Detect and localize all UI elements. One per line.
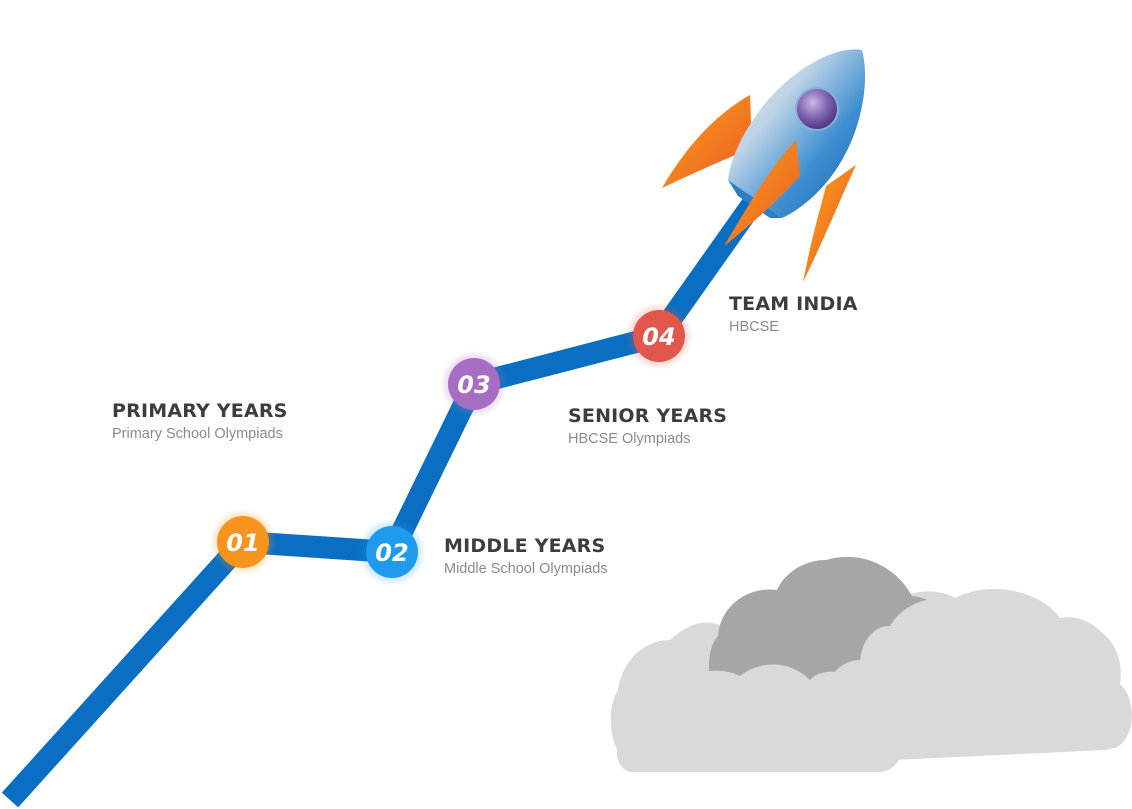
node-circle — [366, 526, 418, 578]
milestone-node-04: 04 — [625, 302, 693, 370]
milestone-subtitle: Middle School Olympiads — [444, 561, 608, 577]
milestone-label-middle: MIDDLE YEARS Middle School Olympiads — [444, 535, 608, 577]
milestone-title: MIDDLE YEARS — [444, 535, 606, 557]
milestone-title: TEAM INDIA — [729, 293, 858, 315]
rocket-icon — [662, 49, 866, 282]
rocket-window — [795, 87, 839, 131]
milestone-label-primary: PRIMARY YEARS Primary School Olympiads — [112, 400, 288, 442]
rocket-fin-right — [803, 165, 856, 282]
rocket-fin-left — [662, 95, 752, 188]
node-number: 01 — [226, 529, 259, 557]
node-circle — [633, 310, 685, 362]
node-number: 04 — [642, 323, 675, 351]
rocket-body — [728, 49, 866, 219]
milestone-subtitle: HBCSE Olympiads — [568, 431, 691, 447]
cloud-light-front — [823, 594, 1132, 749]
milestone-subtitle: Primary School Olympiads — [112, 426, 283, 442]
milestone-subtitle: HBCSE — [729, 319, 779, 335]
cloud-light-left — [616, 664, 903, 772]
node-circle — [217, 516, 269, 568]
node-circle — [448, 358, 500, 410]
milestone-label-team: TEAM INDIA HBCSE — [729, 293, 858, 335]
node-number: 03 — [457, 371, 490, 399]
milestone-node-03: 03 — [440, 350, 508, 418]
milestone-node-01: 01 — [209, 508, 277, 576]
milestone-title: PRIMARY YEARS — [112, 400, 288, 422]
milestone-label-senior: SENIOR YEARS HBCSE Olympiads — [568, 405, 727, 447]
cloud-icon — [610, 556, 1132, 772]
node-number: 02 — [375, 539, 408, 567]
milestone-node-02: 02 — [358, 518, 426, 586]
rocket-fin-center — [724, 140, 800, 246]
milestone-title: SENIOR YEARS — [568, 405, 728, 427]
journey-path — [1, 158, 789, 808]
